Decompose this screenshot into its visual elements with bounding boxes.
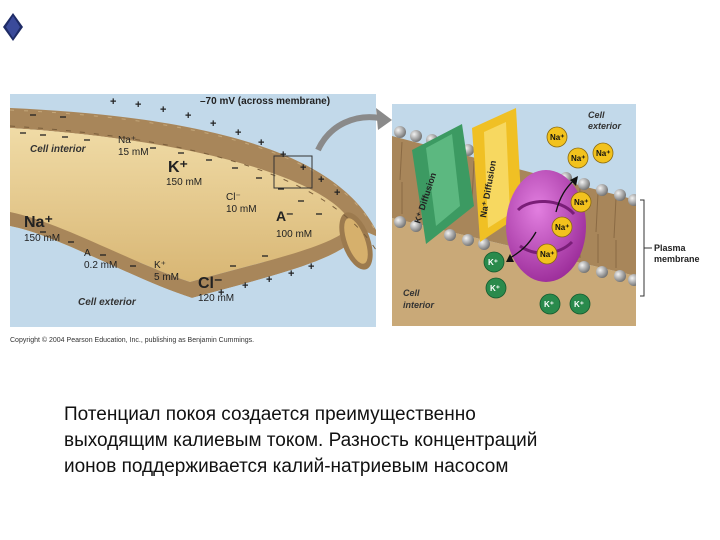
na-outside-ion: Na⁺ — [24, 214, 53, 231]
membrane-voltage-label: –70 mV (across membrane) — [200, 96, 330, 107]
svg-text:+: + — [160, 104, 166, 116]
caption-line-1: Потенциал покоя создается преимущественн… — [64, 404, 476, 425]
svg-text:+: + — [242, 280, 248, 292]
zoom-cell-exterior-line1: Cell — [588, 110, 605, 120]
na-ion-label-5: Na⁺ — [555, 223, 569, 232]
na-ion-label-3: Na⁺ — [596, 149, 610, 158]
na-outside-conc: 150 mM — [24, 233, 60, 244]
cell-interior-label: Cell interior — [30, 144, 87, 155]
svg-text:+: + — [318, 174, 324, 186]
membrane-zoom-panel — [392, 104, 636, 326]
svg-text:+: + — [288, 268, 294, 280]
diamond-bullet-icon — [3, 13, 23, 41]
na-inside-conc: 15 mM — [118, 147, 149, 158]
k-inside-ion: K⁺ — [168, 159, 188, 176]
cl-inside-conc: 10 mM — [226, 204, 257, 215]
caption-line-3: ионов поддерживается калий-натриевым нас… — [64, 456, 509, 477]
cl-outside-ion: Cl⁻ — [198, 275, 222, 292]
svg-text:+: + — [210, 118, 216, 130]
cell-section-panel: + + + + + + + + + + + + + + + + — [10, 94, 376, 327]
a-inside-conc: 100 mM — [276, 229, 312, 240]
zoom-cell-interior-line1: Cell — [403, 288, 420, 298]
cl-outside-conc: 120 mM — [198, 293, 234, 304]
k-ion-label-4: K⁺ — [574, 300, 584, 309]
caption-line-2: выходящим калиевым током. Разность конце… — [64, 430, 538, 451]
a-outside-conc: 0.2 mM — [84, 260, 117, 271]
svg-text:+: + — [258, 137, 264, 149]
na-ion-label-4: Na⁺ — [574, 198, 588, 207]
na-ion-label-1: Na⁺ — [550, 133, 564, 142]
svg-text:+: + — [135, 99, 141, 111]
svg-text:+: + — [185, 110, 191, 122]
zoom-cell-interior-line2: interior — [403, 300, 435, 310]
svg-text:+: + — [300, 162, 306, 174]
k-ion-label-2: K⁺ — [490, 284, 500, 293]
svg-text:+: + — [218, 287, 224, 299]
a-outside-ion: A — [84, 248, 91, 259]
na-ion-label-2: Na⁺ — [571, 154, 585, 163]
left-panel-labels: –70 mV (across membrane) Cell interior C… — [24, 96, 330, 308]
svg-text:+: + — [266, 274, 272, 286]
cl-inside-ion: Cl⁻ — [226, 192, 241, 203]
zoom-cell-exterior-line2: exterior — [588, 121, 622, 131]
copyright-notice: Copyright © 2004 Pearson Education, Inc.… — [10, 337, 255, 344]
k-outside-conc: 5 mM — [154, 272, 179, 283]
svg-text:+: + — [334, 187, 340, 199]
cell-exterior-label: Cell exterior — [78, 297, 137, 308]
plasma-membrane-line1: Plasma — [654, 243, 687, 253]
svg-text:+: + — [235, 127, 241, 139]
k-outside-ion: K⁺ — [154, 260, 166, 271]
membrane-potential-figure: + + + + + + + + + + + + + + + + –70 mV (across mem… — [10, 94, 700, 327]
na-k-pump — [506, 170, 586, 282]
na-inside-ion: Na⁺ — [118, 135, 136, 146]
k-ion-label-3: K⁺ — [544, 300, 554, 309]
k-ions — [483, 251, 591, 315]
a-inside-ion: A⁻ — [276, 208, 294, 224]
na-ions — [536, 126, 614, 265]
svg-text:+: + — [280, 149, 286, 161]
svg-text:+: + — [110, 96, 116, 108]
svg-text:+: + — [308, 261, 314, 273]
slide-caption: Потенциал покоя создается преимущественн… — [64, 402, 664, 480]
plasma-membrane-line2: membrane — [654, 254, 700, 264]
k-inside-conc: 150 mM — [166, 177, 202, 188]
na-ion-label-6: Na⁺ — [540, 250, 554, 259]
k-ion-label-1: K⁺ — [488, 258, 498, 267]
